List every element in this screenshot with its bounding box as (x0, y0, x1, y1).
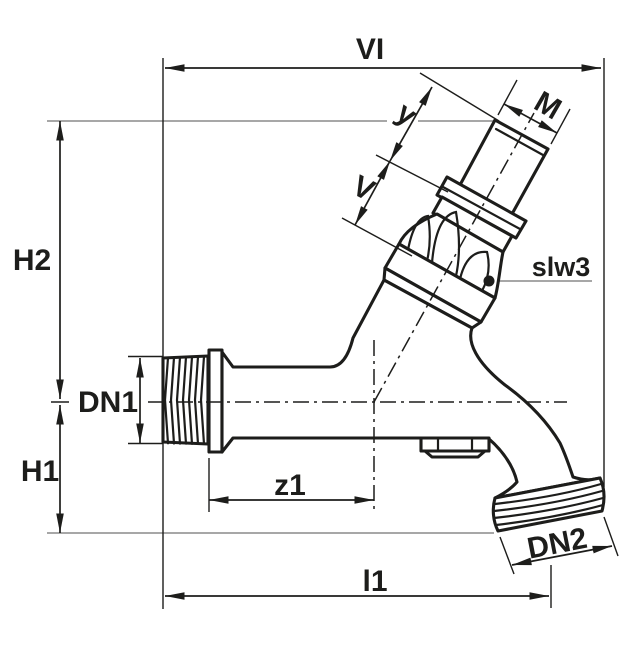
inlet-thread-ridges (163, 355, 206, 446)
dim-label-dn1: DN1 (78, 386, 138, 419)
faucet-casting (220, 278, 602, 500)
y-top-extension (419, 72, 500, 122)
extension-lines (51, 58, 619, 609)
dim-label-l1: l1 (362, 565, 387, 598)
v-bottom-extension (341, 217, 413, 257)
dim-label-h2: H2 (13, 244, 51, 277)
dn2-dimension-line (511, 545, 613, 566)
m-right-extension (550, 108, 571, 145)
m-left-extension (497, 79, 518, 116)
faucet-body (161, 118, 606, 533)
inlet-flange (207, 348, 224, 454)
dim-label-vi: VI (356, 33, 384, 66)
dim-label-slw3: slw3 (532, 252, 591, 282)
slw3-marker-dot (483, 275, 495, 287)
dimension-lines (56, 64, 613, 600)
dim-label-dn2: DN2 (525, 522, 590, 566)
packing-nut-facet (441, 185, 522, 231)
dim-label-y: y (390, 96, 423, 133)
dim-label-h1: H1 (21, 455, 59, 488)
drain-hex-chamfer (423, 449, 487, 459)
dn2-right-extension (603, 516, 619, 557)
y-dimension-line (389, 86, 433, 162)
spindle-cap-chamfer (494, 127, 545, 157)
v-dimension-line (354, 160, 391, 226)
dn2-left-extension (499, 536, 515, 575)
valve-axis-centerline (373, 112, 535, 403)
dim-label-z1: z1 (274, 469, 306, 502)
drain-hex (419, 436, 491, 453)
dimensioning (51, 58, 619, 609)
m-dimension-line (503, 103, 558, 134)
outlet-thread-ridges (492, 482, 605, 527)
drain-hex-facets (436, 436, 474, 453)
y-v-boundary-extension (375, 154, 449, 193)
centerlines (148, 112, 567, 512)
